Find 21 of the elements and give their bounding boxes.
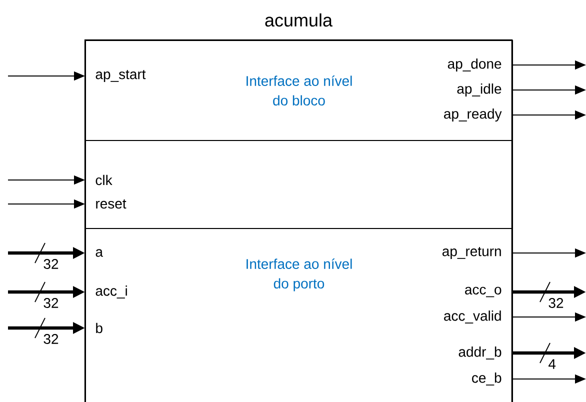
port-label: ap_start <box>96 70 146 82</box>
bus-width-label: 32 <box>42 258 60 270</box>
port-label: ap_ready <box>444 108 502 122</box>
port-label: acc_i <box>96 286 127 298</box>
bus-width-label: 32 <box>547 297 565 309</box>
port-label: ap_done <box>448 58 502 72</box>
node-label: acumula <box>265 13 333 27</box>
interface-band <box>85 140 513 229</box>
port-label: acc_o <box>465 286 502 298</box>
port-label: addr_b <box>458 346 502 360</box>
bus-width-label: 4 <box>547 358 557 370</box>
port-label: ce_b <box>472 372 502 386</box>
port-label: clk <box>96 174 112 186</box>
port-label: ap_return <box>442 247 501 259</box>
bus-width-label: 32 <box>42 297 60 309</box>
port-label: b <box>96 322 102 334</box>
bus-width-label: 32 <box>42 333 60 345</box>
port-label: acc_valid <box>444 310 501 324</box>
port-label: ap_idle <box>457 83 502 97</box>
port-label: a <box>96 249 103 257</box>
port-label: reset <box>96 199 126 209</box>
